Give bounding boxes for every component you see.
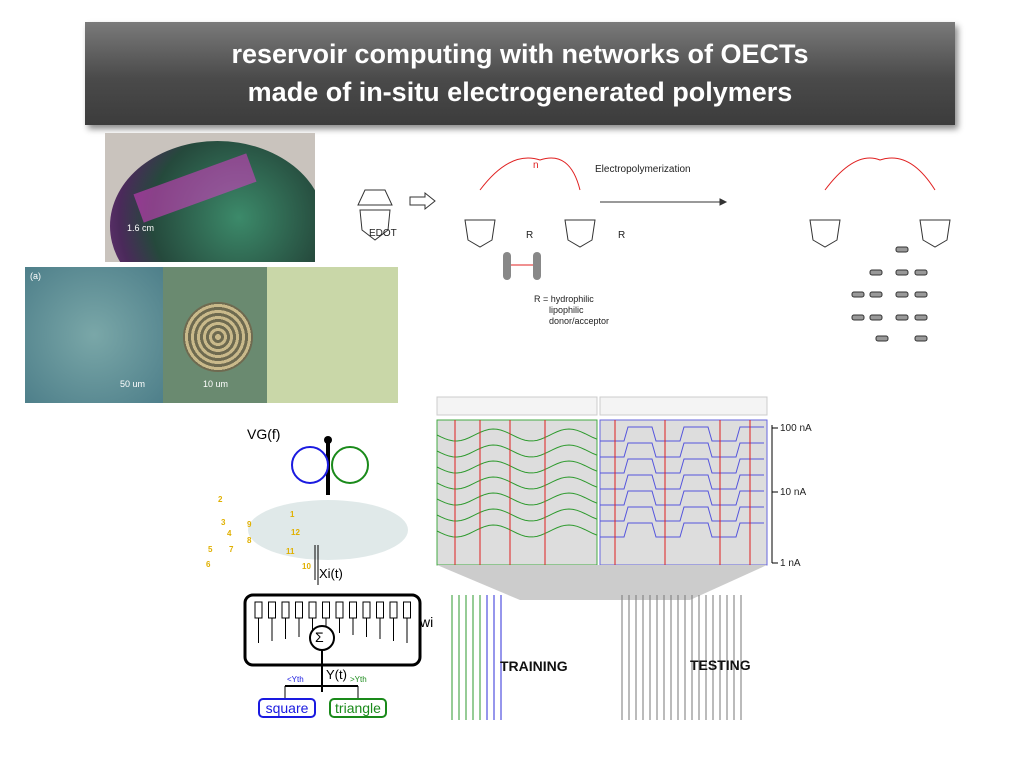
testing-trace [600, 506, 764, 522]
wafer-photo: 1.6 cm [105, 133, 315, 262]
r-label-left: R [526, 230, 534, 241]
r-definition-2: lipophilic [549, 305, 584, 315]
weight-resistor [322, 601, 330, 619]
edot-thiophene [359, 209, 391, 241]
electrode-number: 9 [247, 520, 252, 529]
testing-trace [600, 458, 764, 474]
testing-trace [600, 442, 764, 458]
r-label-right: R [618, 230, 626, 241]
tick-1na: 1 nA [780, 558, 801, 569]
panel-label: (a) [30, 271, 41, 281]
tick-100na: 100 nA [780, 423, 812, 434]
training-trace [436, 460, 598, 474]
square-output-box: square [258, 698, 316, 718]
weight-resistor [389, 601, 398, 619]
electrode-number: 12 [291, 528, 300, 537]
title-line-1: reservoir computing with networks of OEC… [231, 39, 809, 69]
weight-resistor [254, 601, 263, 619]
testing-trace [600, 474, 764, 490]
scale-label-50um: 50 um [120, 379, 146, 389]
slide-title: reservoir computing with networks of OEC… [85, 22, 955, 125]
electrode-number: 7 [229, 545, 234, 554]
micrograph-electrodes [267, 267, 398, 403]
micrograph-spiral: 10 um [163, 267, 267, 403]
tick-10na: 10 nA [780, 487, 807, 498]
training-input-strip [436, 396, 598, 416]
testing-input-strip [599, 396, 768, 416]
triangle-wave-icon [331, 446, 369, 484]
wafer-scale-label: 1.6 cm [127, 223, 155, 233]
edot-label: EDOT [369, 228, 397, 239]
testing-label: TESTING [690, 657, 751, 673]
sum-symbol: Σ [315, 629, 324, 645]
reservoir-response-chart [436, 396, 778, 720]
n-label: n [533, 160, 539, 171]
r-definition-3: donor/acceptor [549, 316, 610, 326]
electrode-number: 1 [290, 510, 295, 519]
training-trace [436, 524, 598, 538]
micrograph-array: (a) 50 um [25, 267, 163, 403]
weight-resistor [362, 601, 371, 619]
electrode-number: 4 [227, 529, 232, 538]
output-label: Y(t) [326, 667, 347, 682]
network-diagram [243, 436, 422, 700]
weight-resistor [308, 601, 317, 619]
r-definition: R = hydrophilic [534, 294, 594, 304]
above-threshold-label: >Yth [350, 675, 367, 684]
electrode-number: 2 [218, 495, 223, 504]
gate-voltage-label: VG(f) [247, 426, 281, 442]
weight-resistor [376, 601, 384, 619]
weight-resistor [295, 601, 303, 619]
input-signal-label: Xi(t) [319, 566, 343, 581]
below-threshold-label: <Yth [287, 675, 304, 684]
weight-resistor [335, 601, 344, 619]
electrode-number: 11 [286, 547, 295, 556]
square-wave-icon [291, 446, 329, 484]
testing-trace [600, 426, 764, 442]
weight-resistor [281, 601, 290, 619]
training-panel [436, 419, 598, 566]
electrode-number: 5 [208, 545, 213, 554]
weight-resistor [349, 601, 357, 619]
electrode-number: 8 [247, 536, 252, 545]
chemistry-scheme [357, 157, 951, 342]
weights-label: wi [420, 614, 434, 630]
training-trace [436, 492, 598, 506]
triangle-output-box: triangle [329, 698, 387, 718]
testing-trace [600, 522, 764, 538]
training-trace [436, 476, 598, 490]
arrow-right-icon [409, 191, 436, 211]
weight-resistor [268, 601, 276, 619]
title-line-2: made of in-situ electrogenerated polymer… [247, 77, 793, 107]
electropolymerization-label: Electropolymerization [595, 164, 691, 175]
testing-trace [600, 490, 764, 506]
electrode-number: 10 [302, 562, 311, 571]
training-trace [436, 444, 598, 458]
scale-label-10um: 10 um [203, 379, 229, 389]
training-label: TRAINING [500, 658, 568, 674]
edot-ring [357, 189, 393, 206]
weight-resistor [403, 601, 411, 619]
electrode-number: 3 [221, 518, 226, 527]
training-trace [436, 428, 598, 442]
electrode-number: 6 [206, 560, 211, 569]
training-trace [436, 508, 598, 522]
